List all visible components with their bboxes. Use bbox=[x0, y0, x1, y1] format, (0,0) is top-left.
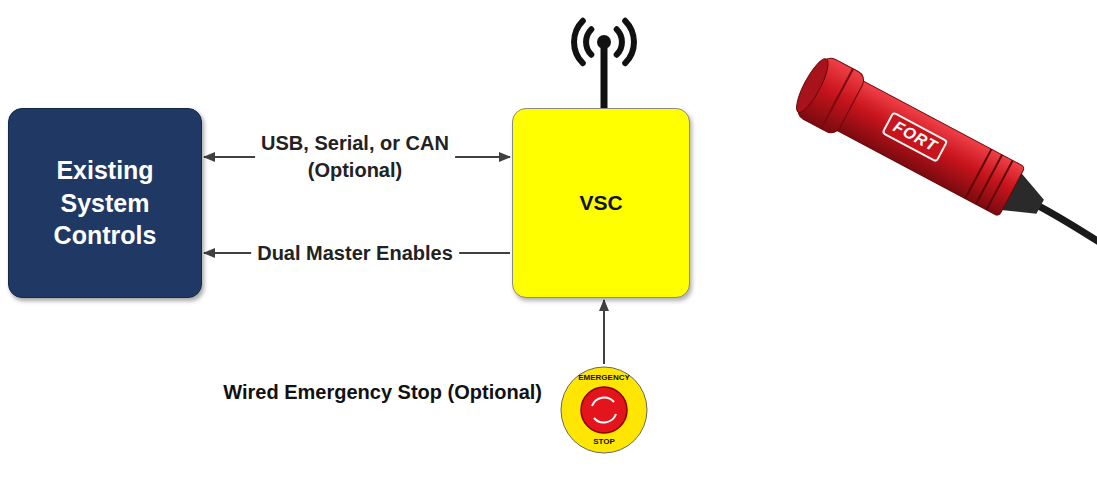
button-ring bbox=[561, 367, 647, 453]
connector-label: USB, Serial, or CAN (Optional) bbox=[255, 130, 455, 184]
connector-arrow bbox=[603, 300, 605, 364]
rotate-arrow bbox=[594, 414, 616, 422]
fort-device-illustration bbox=[789, 52, 1097, 294]
label-line: USB, Serial, or CAN bbox=[261, 130, 449, 157]
label-line: (Optional) bbox=[261, 157, 449, 184]
emergency-stop-button: Wired Emergency Stop (Optional)EMERGENCY… bbox=[560, 366, 648, 454]
vsc-box: VSC bbox=[512, 108, 690, 298]
box-title: VSC bbox=[579, 191, 622, 215]
logo-badge: FORT bbox=[881, 111, 949, 163]
box-title: Existing System Controls bbox=[19, 154, 191, 252]
rotate-arrow bbox=[592, 398, 614, 406]
button-cap bbox=[581, 387, 627, 433]
antenna-symbol bbox=[574, 21, 634, 108]
system-controls-box: Existing System Controls bbox=[8, 108, 202, 298]
connector-label: Dual Master Enables bbox=[251, 240, 459, 267]
button-ring-text: STOP bbox=[560, 438, 648, 446]
button-caption: Wired Emergency Stop (Optional) bbox=[223, 378, 542, 406]
button-ring-text: EMERGENCY bbox=[560, 374, 648, 382]
